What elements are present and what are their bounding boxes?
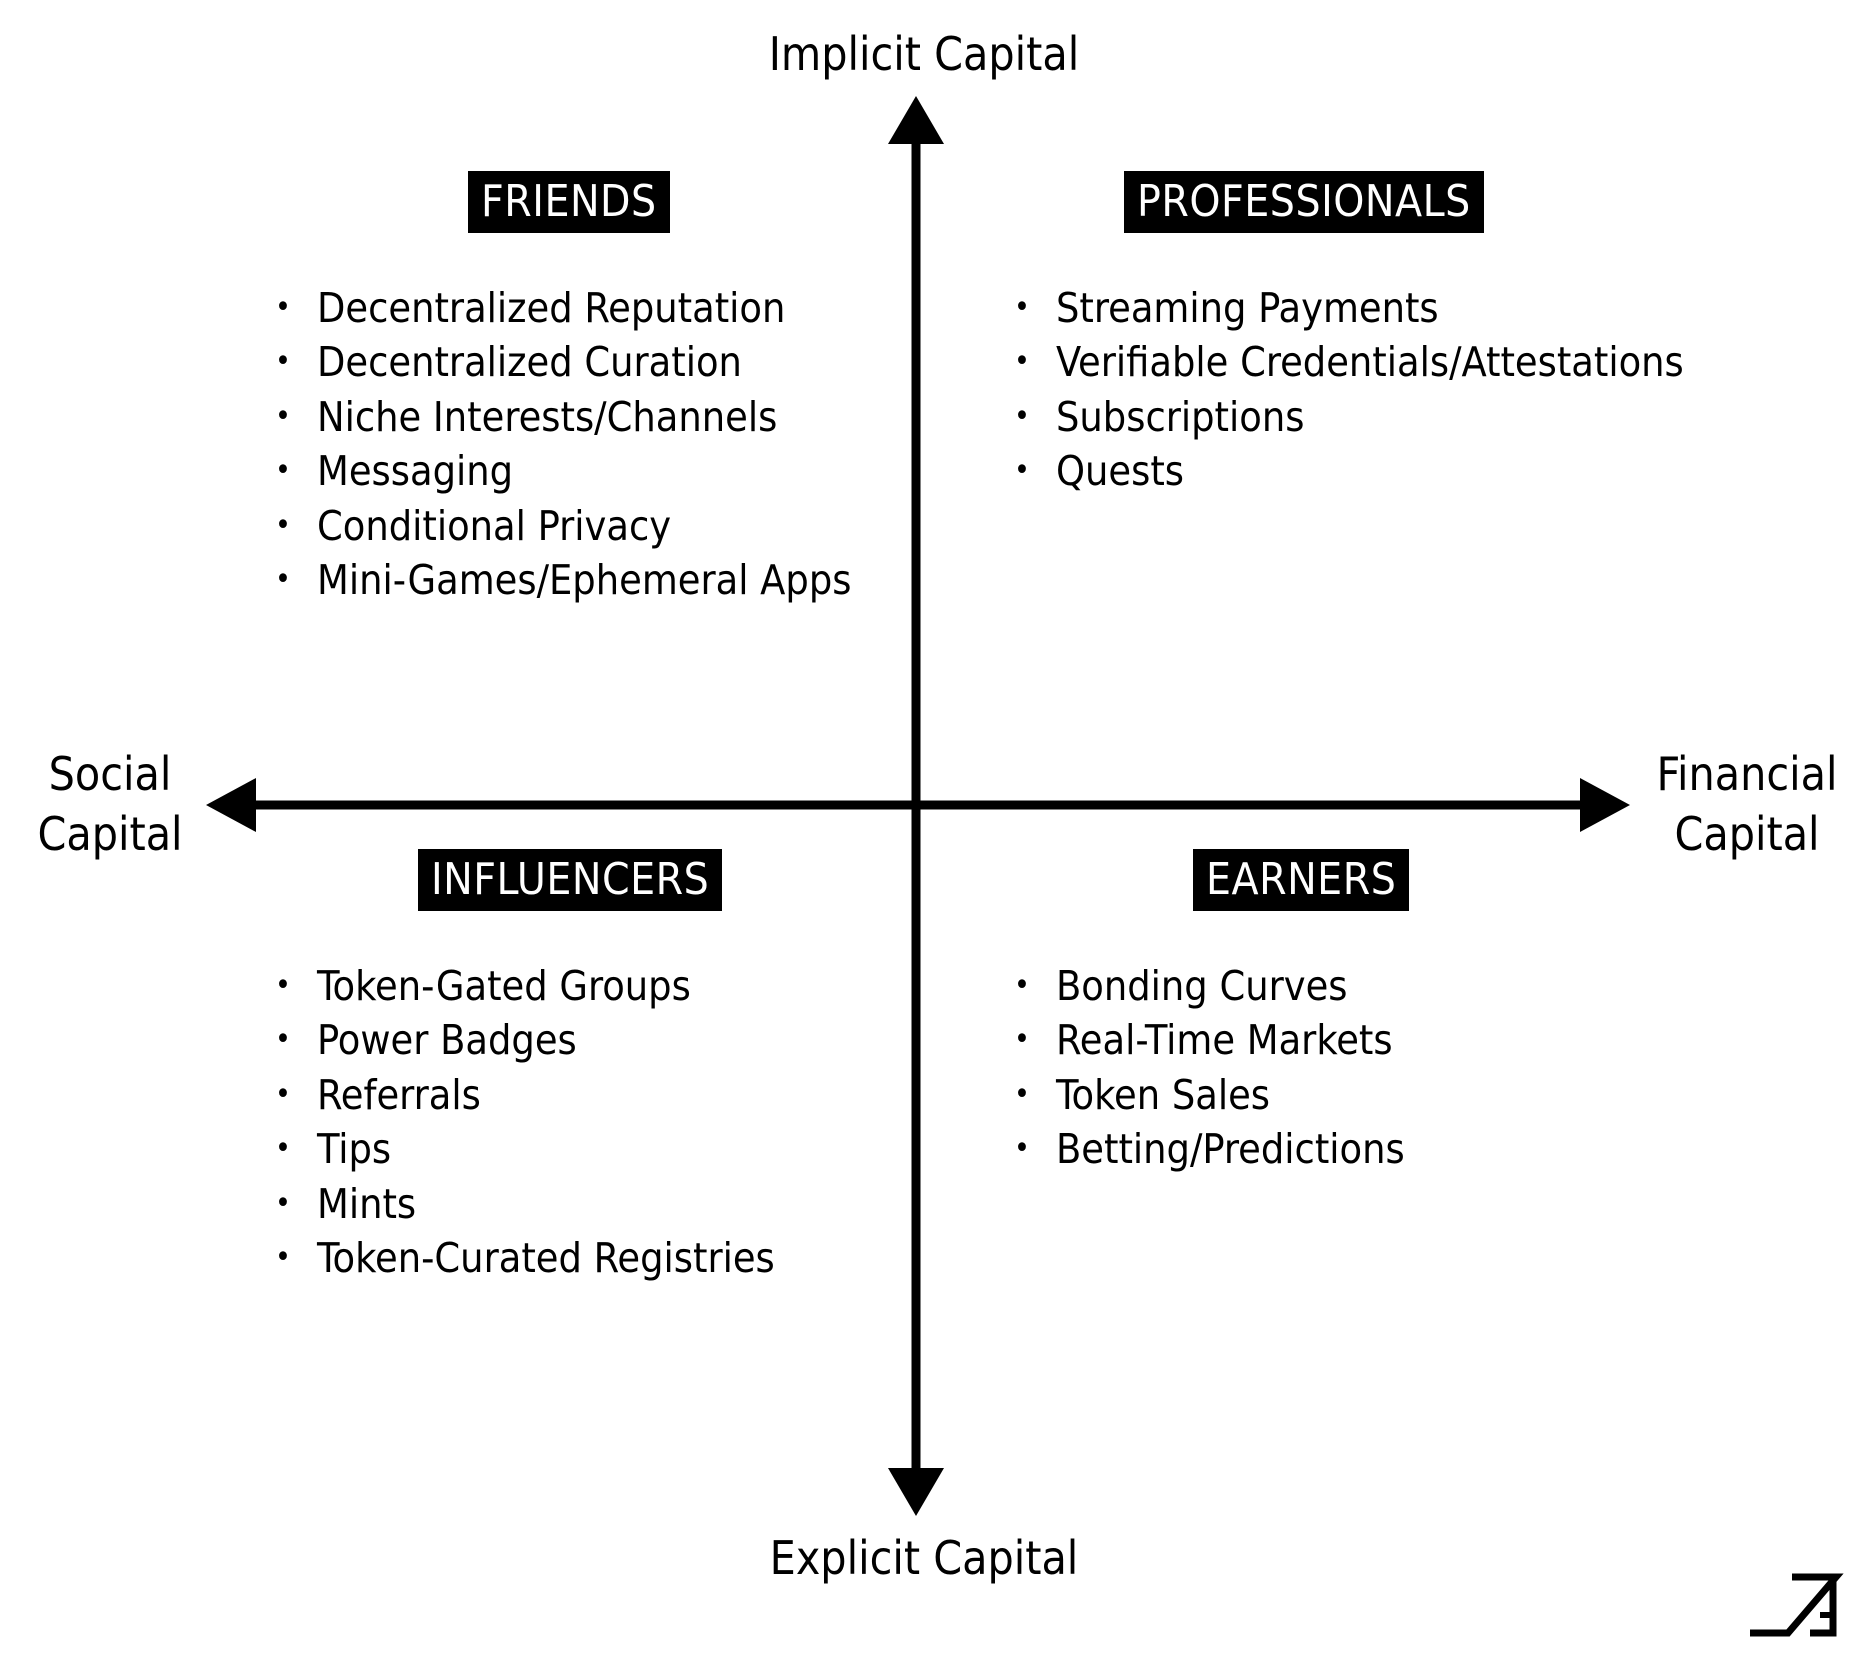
axis-label-financial-capital: Financial Capital (1632, 744, 1862, 864)
list-item: Token Sales (1014, 1068, 1405, 1123)
horizontal-axis-right-arrow (1580, 778, 1630, 832)
list-item: Mini-Games/Ephemeral Apps (275, 553, 851, 608)
list-item: Mints (275, 1177, 775, 1232)
quadrant-list-professionals: Streaming Payments Verifiable Credential… (1014, 281, 1684, 499)
list-item: Bonding Curves (1014, 959, 1405, 1014)
list-item: Verifiable Credentials/Attestations (1014, 335, 1684, 390)
axis-label-social-line-1: Social (48, 747, 172, 801)
axis-label-financial-line-2: Capital (1674, 807, 1820, 861)
quadrant-title-professionals: PROFESSIONALS (1124, 171, 1484, 233)
quadrant-list-influencers: Token-Gated Groups Power Badges Referral… (275, 959, 775, 1286)
corner-logo-icon (1750, 1573, 1844, 1637)
list-item: Decentralized Curation (275, 335, 851, 390)
list-item: Real-Time Markets (1014, 1013, 1405, 1068)
list-item: Power Badges (275, 1013, 775, 1068)
vertical-axis-down-arrow (888, 1468, 944, 1516)
axis-label-implicit-capital: Implicit Capital (768, 27, 1080, 81)
axis-label-explicit-capital: Explicit Capital (769, 1531, 1079, 1585)
vertical-axis-up-arrow (888, 96, 944, 144)
quadrant-list-friends: Decentralized Reputation Decentralized C… (275, 281, 851, 608)
list-item: Betting/Predictions (1014, 1122, 1405, 1177)
list-item: Token-Gated Groups (275, 959, 775, 1014)
axis-label-financial-line-1: Financial (1656, 747, 1838, 801)
list-item: Token-Curated Registries (275, 1231, 775, 1286)
quadrant-title-influencers: INFLUENCERS (418, 849, 723, 911)
quadrant-title-earners: EARNERS (1193, 849, 1410, 911)
list-item: Niche Interests/Channels (275, 390, 851, 445)
list-item: Conditional Privacy (275, 499, 851, 554)
list-item: Tips (275, 1122, 775, 1177)
list-item: Subscriptions (1014, 390, 1684, 445)
list-item: Messaging (275, 444, 851, 499)
horizontal-axis-left-arrow (206, 778, 256, 832)
quadrant-title-friends: FRIENDS (468, 171, 670, 233)
axis-label-social-line-2: Capital (37, 807, 183, 861)
quadrant-list-earners: Bonding Curves Real-Time Markets Token S… (1014, 959, 1405, 1177)
list-item: Streaming Payments (1014, 281, 1684, 336)
logo-stroke (1750, 1573, 1844, 1637)
list-item: Referrals (275, 1068, 775, 1123)
axis-label-social-capital: Social Capital (10, 744, 210, 864)
list-item: Decentralized Reputation (275, 281, 851, 336)
list-item: Quests (1014, 444, 1684, 499)
logo-stem (1810, 1577, 1837, 1637)
